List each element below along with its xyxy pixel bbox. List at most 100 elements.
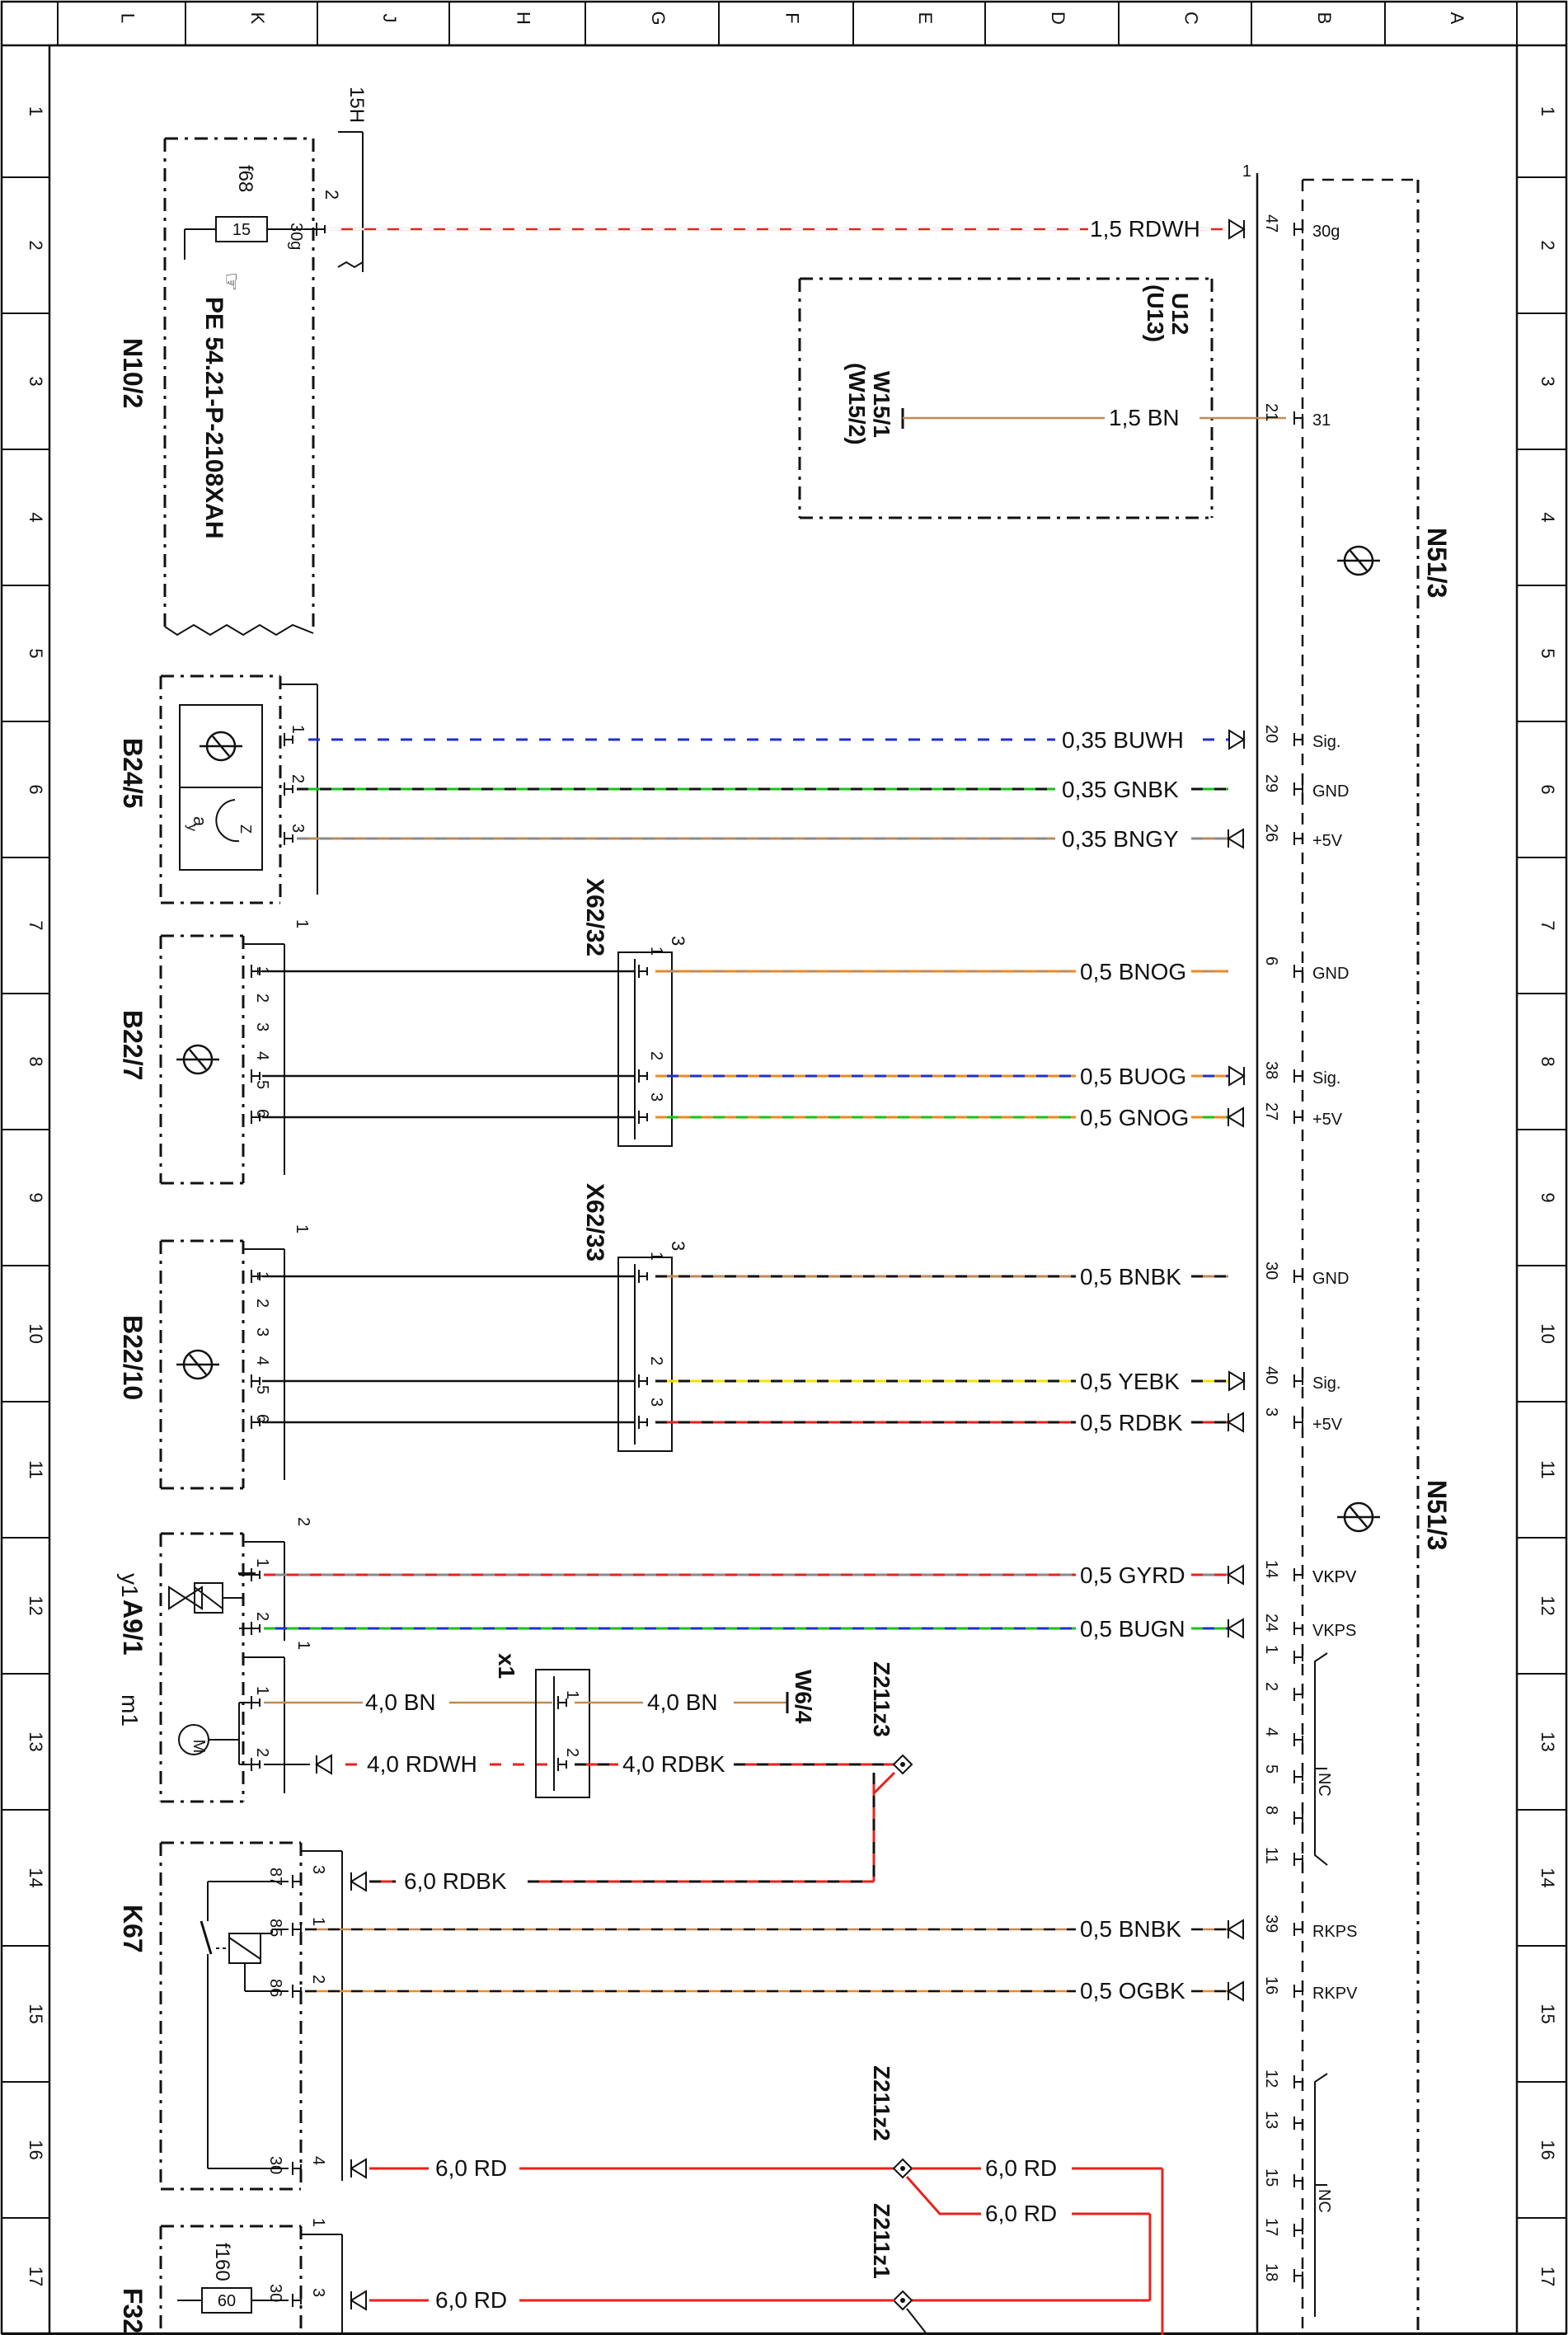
n51-3-terminal-label: VKPS xyxy=(1312,1622,1356,1640)
row-label-left: 15 xyxy=(26,2004,46,2023)
x62-32-body xyxy=(617,951,673,1147)
n51-3-pin-number: 16 xyxy=(1262,1976,1280,1994)
row-label-right: 5 xyxy=(1537,648,1558,658)
wire-label-b24-5: 0,35 BUWH xyxy=(1062,727,1184,753)
b22-10-pin-number: 3 xyxy=(253,1327,271,1337)
n51-3-label: N51/3 xyxy=(1422,528,1452,598)
u13-label: (U13) xyxy=(1143,284,1168,342)
x62-32-pin-number: 2 xyxy=(647,1051,665,1060)
x1-pin-number: 2 xyxy=(563,1748,581,1757)
n51-3-pin-number: 14 xyxy=(1262,1560,1280,1578)
n10-2-label: N10/2 xyxy=(118,338,148,408)
x1-pin-number: 1 xyxy=(563,1690,581,1699)
k67-pin-number: 4 xyxy=(309,2156,327,2165)
connector-arrow-icon xyxy=(350,2158,367,2179)
b22-10-pin-number: 5 xyxy=(253,1385,271,1394)
row-label-right: 1 xyxy=(1537,106,1558,116)
resistor-zigzag-icon xyxy=(337,261,364,269)
nc-label-a: NC xyxy=(1315,1773,1333,1797)
pointer-hand-icon: ☞ xyxy=(219,272,244,291)
f32-label: F32 xyxy=(118,2288,148,2333)
wire-label-b22-7: 0,5 GNOG xyxy=(1080,1105,1189,1130)
n51-3-pin-number: 40 xyxy=(1262,1366,1280,1384)
a9-1-pin-number: 1 xyxy=(253,1558,271,1567)
z211z2-label: Z211z2 xyxy=(869,2065,894,2141)
wire-label-z211z2-a: 6,0 RD xyxy=(985,2155,1057,2181)
connector-arrow-icon xyxy=(315,1754,332,1775)
valve-icon xyxy=(168,1586,187,1610)
k67-pin-number: 3 xyxy=(309,1865,327,1874)
wire-label-x1-rdbk: 4,0 RDBK xyxy=(622,1751,725,1777)
x1-body xyxy=(535,1669,590,1798)
row-label-left: 13 xyxy=(26,1731,46,1751)
x62-33-pin-number: 3 xyxy=(647,1398,665,1407)
n51-3-label-2: N51/3 xyxy=(1422,1480,1452,1550)
splice-dot-icon xyxy=(900,2298,905,2303)
k67-pin-number: 1 xyxy=(309,1917,327,1926)
nc-bracket-b xyxy=(1314,2073,1328,2317)
relay-coil-slash xyxy=(228,1937,261,1960)
column-label: E xyxy=(915,12,936,25)
b22-7-pin-number: 4 xyxy=(253,1051,271,1060)
a9-1-y1-label: y1 xyxy=(117,1573,143,1598)
sensor-icon xyxy=(1337,1501,1380,1533)
b22-7-pin-number: 6 xyxy=(253,1109,271,1118)
pe-reference-label: PE 54.21-P-2108XAH xyxy=(200,297,228,539)
w15-2-label: (W15/2) xyxy=(844,363,870,445)
motor-letter: M xyxy=(190,1740,208,1754)
b22-7-pin-number: 2 xyxy=(253,994,271,1003)
row-label-right: 6 xyxy=(1537,784,1558,794)
row-label-right: 16 xyxy=(1537,2140,1558,2159)
connector-arrow-icon xyxy=(1227,1919,1244,1940)
a9-1-m1-label: m1 xyxy=(117,1694,143,1727)
row-label-left: 2 xyxy=(26,240,46,250)
column-label: D xyxy=(1048,12,1068,25)
a9-1-pin-number: 2 xyxy=(253,1748,271,1757)
connector-arrow-icon xyxy=(1227,1564,1244,1586)
n51-3-terminal-label: +5V xyxy=(1312,832,1343,850)
column-label: J xyxy=(379,14,400,23)
accel-symbol-a: a xyxy=(190,816,210,827)
n51-3-pin-1: 1 xyxy=(1242,162,1251,181)
n51-3-pin-number: 20 xyxy=(1262,725,1280,743)
n51-3-terminal-label: VKPV xyxy=(1312,1568,1357,1586)
x62-33-body xyxy=(617,1257,673,1452)
sensor-icon xyxy=(176,1349,219,1380)
wire-label-x1-bn: 4,0 BN xyxy=(647,1689,718,1715)
valve-icon xyxy=(184,1586,203,1610)
n51-3-nc-pin: 12 xyxy=(1262,2070,1280,2088)
connector-arrow-icon xyxy=(350,2290,367,2311)
x62-33-label: X62/33 xyxy=(581,1183,608,1261)
fuse-f68-value: 15 xyxy=(232,221,251,239)
x62-33-pin-number: 1 xyxy=(647,1252,665,1261)
n51-3-terminal-label: RKPV xyxy=(1312,1985,1358,2003)
n51-3-pin-number: 3 xyxy=(1262,1407,1280,1417)
splice-dot-icon xyxy=(900,1762,905,1767)
n51-3-terminal-label: +5V xyxy=(1312,1416,1343,1434)
n51-3-nc-pin: 17 xyxy=(1262,2218,1280,2236)
b24-5-accel-box xyxy=(179,787,263,871)
relay-switch-icon xyxy=(200,1920,213,1955)
n51-3-pin-number: 24 xyxy=(1262,1614,1280,1632)
accelerometer-icon xyxy=(215,799,240,843)
row-label-left: 17 xyxy=(26,2267,46,2286)
connector-arrow-icon xyxy=(1227,1980,1244,2002)
n51-3-pin-number: 27 xyxy=(1262,1102,1280,1121)
column-label: F xyxy=(782,12,803,23)
row-label-right: 15 xyxy=(1537,2004,1558,2023)
wire-label-k67-87: 6,0 RDBK xyxy=(404,1868,507,1894)
row-label-left: 6 xyxy=(26,784,46,794)
column-label: K xyxy=(247,12,268,25)
wire-label-a9-1: 0,5 BUGN xyxy=(1080,1616,1185,1642)
connector-arrow-icon xyxy=(350,1871,367,1892)
column-label: C xyxy=(1181,12,1202,25)
k67-pin-85: 85 xyxy=(266,1919,284,1937)
connector-arrow-icon xyxy=(1227,1412,1244,1433)
valve-coil-slash xyxy=(194,1586,223,1609)
accel-axis-label: Z xyxy=(237,825,254,834)
wire-z211z1-exit xyxy=(906,2308,928,2335)
a9-1-pin-number: 2 xyxy=(253,1612,271,1621)
row-label-left: 3 xyxy=(26,376,46,386)
